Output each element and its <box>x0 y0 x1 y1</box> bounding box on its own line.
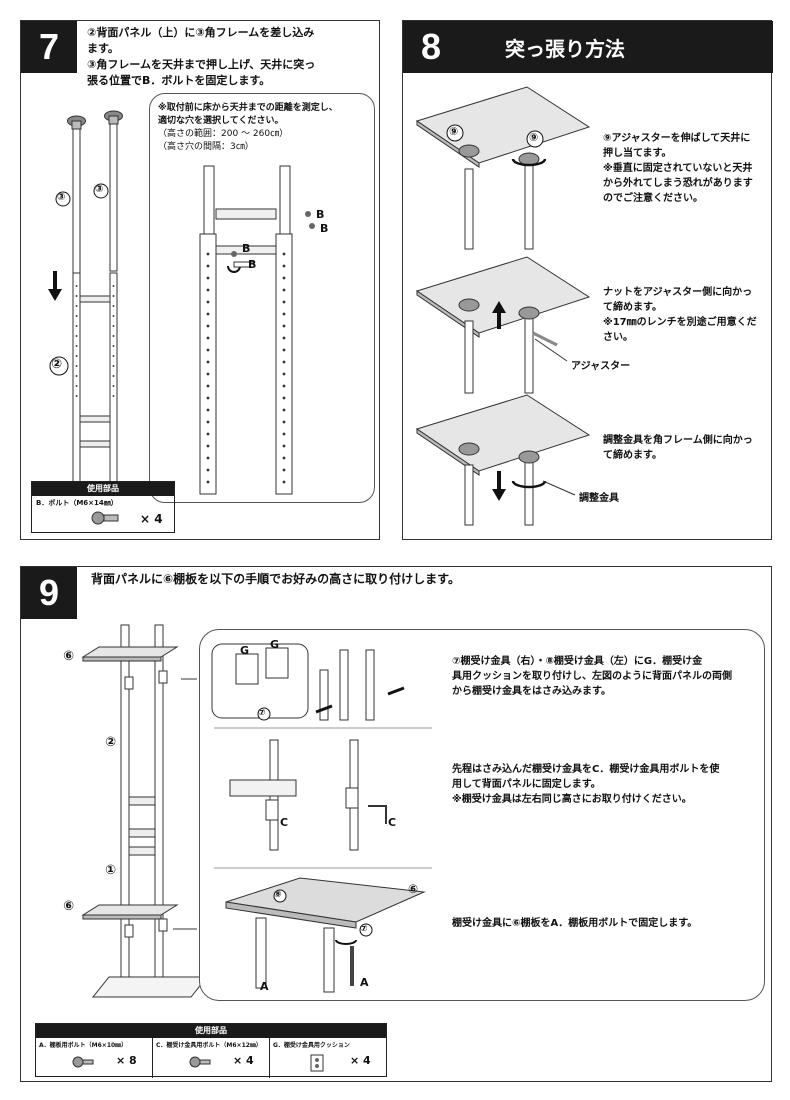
adjust-metal-callout: 調整金具 <box>579 493 619 504</box>
instruction-line: 先程はさみ込んだ棚受け金具をC．棚受け金具用ボルトを使 <box>452 764 720 775</box>
cushion-label-1: G <box>240 644 250 657</box>
note-line: （高さ穴の間隔：3㎝） <box>158 142 254 152</box>
step9-parts-box: 使用部品 A．棚板用ボルト（M6×10㎜） × 8 C．棚受け金具用ボルト（M6… <box>35 1023 387 1078</box>
panel-label-top: ② <box>105 735 117 750</box>
instruction-line: ナットをアジャスター側に向かっ <box>603 287 753 298</box>
panel-label: ② <box>51 357 63 372</box>
instruction-line: から外れてしまう恐れがあります <box>603 178 753 189</box>
note-line: 適切な穴を選択してください。 <box>158 116 284 126</box>
instruction-line: 棚受け金具に⑥棚板をA．棚板用ボルトで固定します。 <box>452 918 698 929</box>
bolt-label-1: B <box>242 242 251 255</box>
shelf-label-top: ⑥ <box>63 649 75 664</box>
step9-instruction-2: 先程はさみ込んだ棚受け金具をC．棚受け金具用ボルトを使 用して背面パネルに固定し… <box>452 762 758 807</box>
cushion-label-2: G <box>270 638 280 651</box>
bolt-label-3: B <box>316 208 325 221</box>
step8-instruction-1: ⑨アジャスターを伸ばして天井に 押し当てます。 ※垂直に固定されていないと天井 … <box>603 131 769 206</box>
step8-title: 突っ張り方法 <box>505 36 625 61</box>
bolt-a-label-1: A <box>260 980 269 993</box>
step7-note: ※取付前に床から天井までの距離を測定し、 適切な穴を選択してください。 （高さの… <box>158 102 370 154</box>
bolt-a-label-2: A <box>360 976 369 989</box>
adjuster-label-1: ⑨ <box>449 125 459 138</box>
instruction-line: 具用クッションを取り付けし、左図のように背面パネルの両側 <box>452 671 732 682</box>
instruction-line: 用して背面パネルに固定します。 <box>452 779 601 790</box>
step7-parts-box: 使用部品 B．ボルト（M6×14㎜） × 4 <box>31 481 175 533</box>
shelf-label-detail: ⑥ <box>408 882 419 896</box>
bracket8-label: ⑧ <box>274 890 282 900</box>
bolt-icon <box>72 1056 94 1068</box>
note-line: ※取付前に床から天井までの距離を測定し、 <box>158 103 338 113</box>
step8-header: 8 突っ張り方法 <box>403 21 773 73</box>
part-cell: C．棚受け金具用ボルト（M6×12㎜） × 4 <box>153 1038 270 1078</box>
part-cell: A．棚板用ボルト（M6×10㎜） × 8 <box>36 1038 153 1078</box>
cushion-icon <box>310 1054 324 1072</box>
instruction-line: ※垂直に固定されていないと天井 <box>603 163 753 174</box>
step9-detail-box: ⑦ ⑧ ⑦ G G C C A A ⑥ ⑦棚受け金具（右）・⑧棚受け金具（左）に… <box>199 629 765 1001</box>
step9-shelf-illustration <box>81 624 209 998</box>
part-qty: × 8 <box>116 1054 137 1067</box>
adjuster-callout: アジャスター <box>571 361 631 372</box>
parts-title: 使用部品 <box>32 482 174 496</box>
step7-panel: 7 ②背面パネル（上）に③角フレームを差し込み ます。 ③角フレームを天井まで押… <box>20 20 380 540</box>
step9-panel: 9 背面パネルに⑥棚板を以下の手順でお好みの高さに取り付けします。 ⑥ ② ① … <box>20 566 772 1082</box>
instruction-line: ⑦棚受け金具（右）・⑧棚受け金具（左）にG．棚受け金 <box>452 656 703 667</box>
step7-instruction: ②背面パネル（上）に③角フレームを差し込み ます。 ③角フレームを天井まで押し上… <box>87 25 377 89</box>
step8-illustration <box>415 86 591 526</box>
bolt-icon <box>189 1056 211 1068</box>
note-line: （高さの範囲：200 〜 260㎝） <box>158 129 289 139</box>
bracket7-label-2: ⑦ <box>360 924 368 934</box>
instruction-line: て締めます。 <box>603 302 662 313</box>
step9-instruction: 背面パネルに⑥棚板を以下の手順でお好みの高さに取り付けします。 <box>91 572 460 586</box>
instruction-line: さい。 <box>603 332 633 343</box>
bolt-label-2: B <box>248 258 257 271</box>
part-qty: × 4 <box>233 1054 254 1067</box>
part-name: G．棚受け金具用クッション <box>273 1042 350 1049</box>
adjuster-label-2: ⑨ <box>529 131 539 144</box>
step7-line: ます。 <box>87 42 119 55</box>
part-name: C．棚受け金具用ボルト（M6×12㎜） <box>156 1042 262 1049</box>
step8-instruction-3: 調整金具を角フレーム側に向かっ て締めます。 <box>603 433 769 463</box>
bolt-label-4: B <box>320 222 329 235</box>
step7-detail-illustration <box>199 165 315 495</box>
step7-number: 7 <box>21 21 77 73</box>
step7-line: ③角フレームを天井まで押し上げ、天井に突っ <box>87 58 316 71</box>
part-qty: × 4 <box>350 1054 371 1067</box>
bolt-icon <box>91 511 119 525</box>
frame-label-right: ③ <box>95 184 104 195</box>
part-cell: G．棚受け金具用クッション × 4 <box>270 1038 387 1078</box>
parts-title: 使用部品 <box>36 1024 386 1038</box>
step8-instruction-2: ナットをアジャスター側に向かっ て締めます。 ※17㎜のレンチを別途ご用意くだ … <box>603 285 769 345</box>
instruction-line: 押し当てます。 <box>603 148 672 159</box>
part-name: A．棚板用ボルト（M6×10㎜） <box>39 1042 128 1049</box>
instruction-line: ⑨アジャスターを伸ばして天井に <box>603 133 751 144</box>
instruction-line: ※棚受け金具は左右同じ高さにお取り付けください。 <box>452 794 692 805</box>
step9-detail-illustration <box>211 643 432 993</box>
part-qty: × 4 <box>140 512 163 526</box>
instruction-line: ※17㎜のレンチを別途ご用意くだ <box>603 317 757 328</box>
instruction-line: 調整金具を角フレーム側に向かっ <box>603 435 753 446</box>
panel-label-bottom: ① <box>105 863 117 878</box>
bracket7-label: ⑦ <box>258 708 266 718</box>
step7-line: 張る位置でB．ボルトを固定します。 <box>87 74 271 87</box>
part-name: B．ボルト（M6×14㎜） <box>36 499 118 507</box>
step8-number: 8 <box>421 26 442 67</box>
instruction-line: から棚受け金具をはさみ込みます。 <box>452 686 611 697</box>
bolt-c-label-1: C <box>280 816 289 829</box>
shelf-label-bottom: ⑥ <box>63 899 75 914</box>
step9-number: 9 <box>21 567 77 619</box>
step7-line: ②背面パネル（上）に③角フレームを差し込み <box>87 26 315 39</box>
frame-label-left: ③ <box>57 192 66 203</box>
step9-instruction-3: 棚受け金具に⑥棚板をA．棚板用ボルトで固定します。 <box>452 916 758 931</box>
step8-panel: 8 突っ張り方法 ⑨ ⑨ アジャスタ <box>402 20 773 540</box>
step7-frame-illustration <box>48 110 123 484</box>
instruction-line: のでご注意ください。 <box>603 193 703 204</box>
instruction-line: て締めます。 <box>603 450 662 461</box>
step9-instruction-1: ⑦棚受け金具（右）・⑧棚受け金具（左）にG．棚受け金 具用クッションを取り付けし… <box>452 654 758 699</box>
bolt-c-label-2: C <box>388 816 397 829</box>
step7-detail-box: ※取付前に床から天井までの距離を測定し、 適切な穴を選択してください。 （高さの… <box>149 93 375 503</box>
